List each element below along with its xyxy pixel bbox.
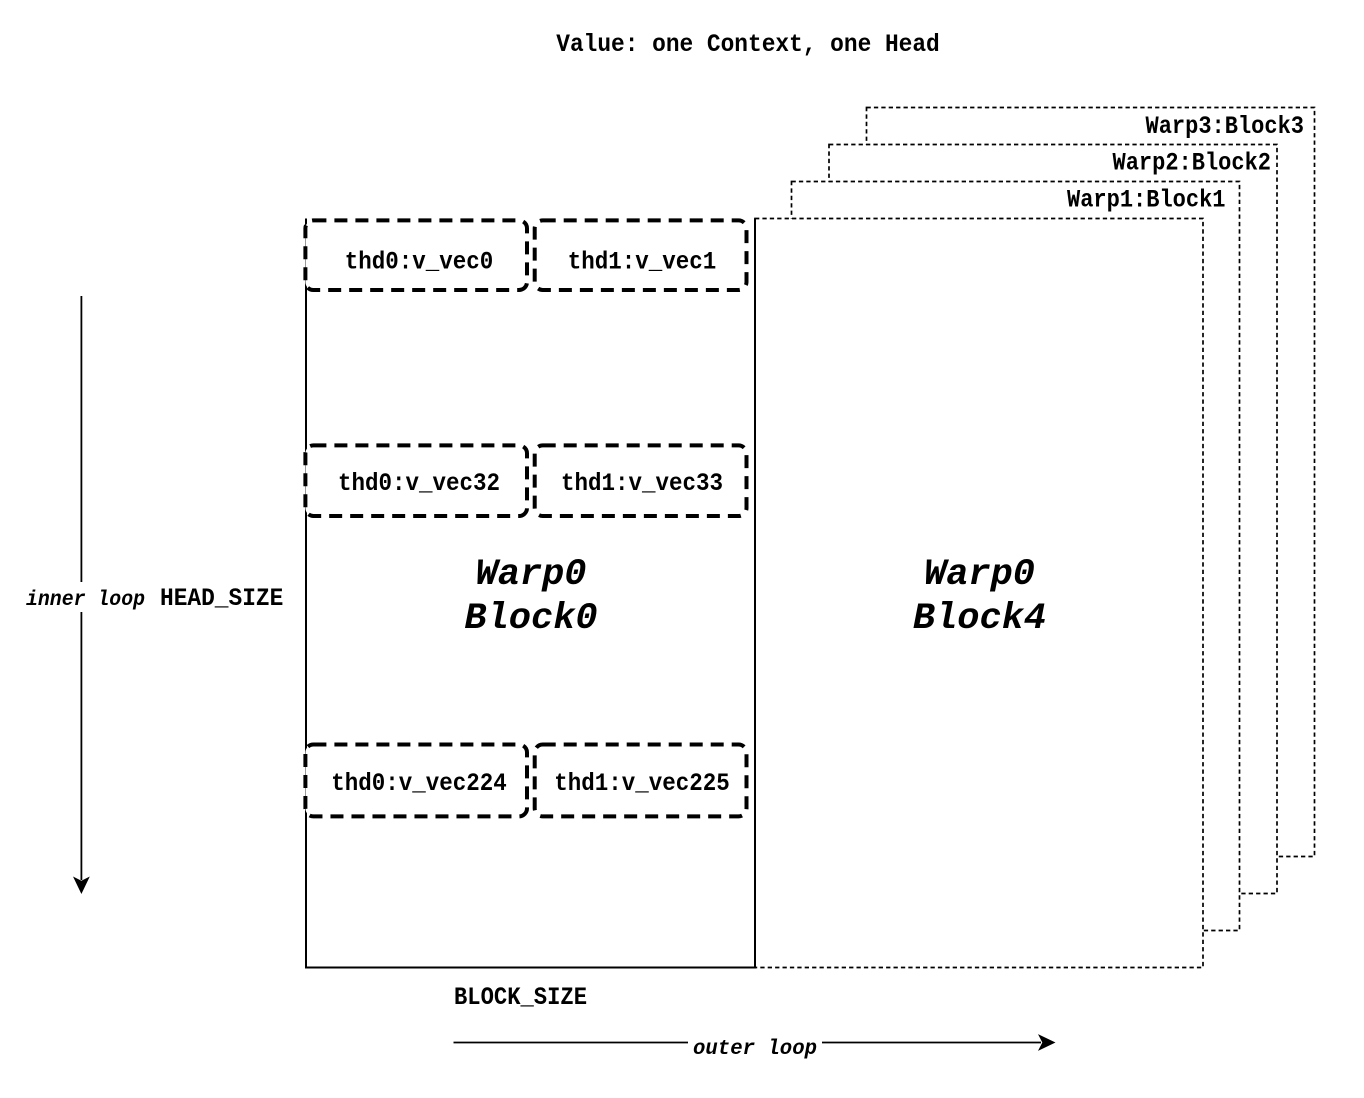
svg-text:thd1:v_vec33: thd1:v_vec33 [561,469,723,498]
svg-text:HEAD_SIZE: HEAD_SIZE [160,584,283,613]
svg-text:Warp2:Block2: Warp2:Block2 [1113,149,1272,178]
svg-text:thd1:v_vec225: thd1:v_vec225 [554,769,730,798]
svg-text:outer loop: outer loop [693,1038,817,1061]
svg-text:inner loop: inner loop [26,589,145,612]
svg-text:Warp1:Block1: Warp1:Block1 [1067,186,1226,215]
svg-text:thd1:v_vec1: thd1:v_vec1 [568,248,717,277]
svg-text:Warp3:Block3: Warp3:Block3 [1146,112,1305,141]
svg-text:thd0:v_vec224: thd0:v_vec224 [331,769,507,798]
svg-text:thd0:v_vec0: thd0:v_vec0 [345,248,494,277]
svg-text:Block0: Block0 [464,598,597,640]
svg-text:Block4: Block4 [913,598,1046,640]
svg-text:Value: one Context, one Head: Value: one Context, one Head [556,30,940,59]
svg-text:BLOCK_SIZE: BLOCK_SIZE [454,983,587,1012]
svg-text:Warp0: Warp0 [924,554,1035,596]
svg-text:thd0:v_vec32: thd0:v_vec32 [338,469,500,498]
svg-text:Warp0: Warp0 [475,554,586,596]
